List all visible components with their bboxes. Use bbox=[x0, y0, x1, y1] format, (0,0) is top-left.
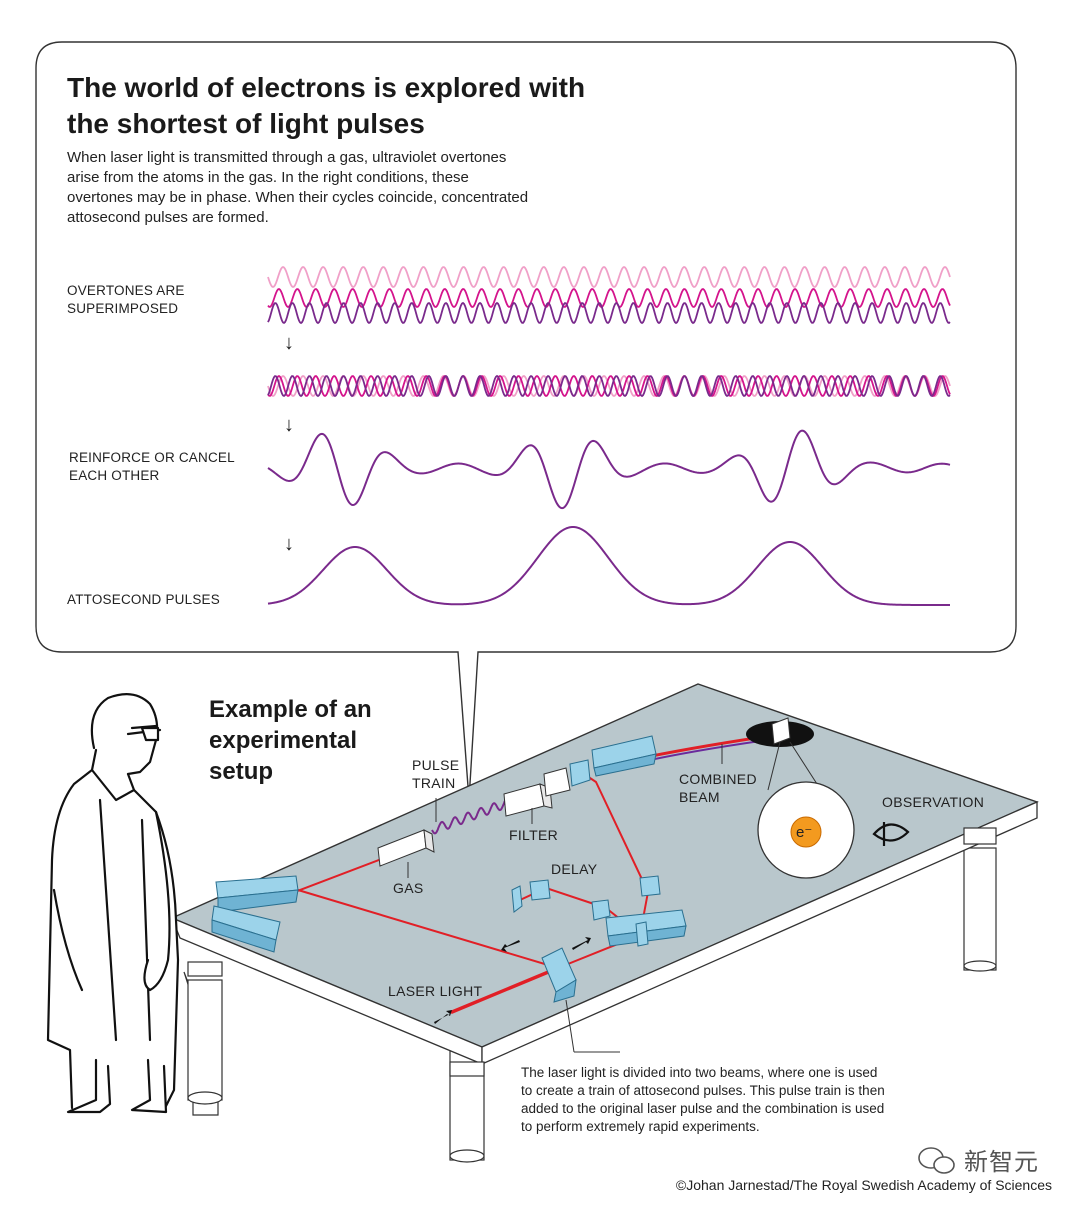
wechat-icon bbox=[918, 1147, 955, 1174]
setup-title: Example of an experimental setup bbox=[209, 696, 372, 785]
label-reinforce: REINFORCE OR CANCEL EACH OTHER bbox=[69, 450, 235, 483]
scientist-figure bbox=[46, 693, 180, 1114]
lab-table bbox=[170, 683, 1039, 1163]
direction-arrows bbox=[434, 937, 591, 1024]
combiner-box bbox=[543, 767, 571, 797]
overtone-wave-2 bbox=[267, 287, 951, 309]
label-pulse-train: PULSE TRAIN bbox=[412, 757, 460, 791]
caption-text: The laser light is divided into two beam… bbox=[521, 1065, 885, 1134]
superposed-wave-1 bbox=[267, 374, 951, 398]
mirror-left-bottom bbox=[211, 905, 281, 953]
label-delay: DELAY bbox=[551, 861, 598, 877]
delay-mirror-5 bbox=[635, 921, 649, 947]
interference-wave bbox=[267, 429, 951, 510]
mirror-long bbox=[591, 735, 657, 777]
label-gas: GAS bbox=[393, 880, 424, 896]
overtone-wave-3 bbox=[267, 301, 951, 325]
optical-components bbox=[211, 735, 687, 1003]
superposed-wave-3 bbox=[267, 374, 951, 398]
label-observation: OBSERVATION bbox=[882, 794, 985, 810]
delay-mirror-1 bbox=[511, 885, 523, 913]
intro-text: When laser light is transmitted through … bbox=[67, 149, 529, 226]
label-laser-light: LASER LIGHT bbox=[388, 983, 483, 999]
label-overtones: OVERTONES ARE SUPERIMPOSED bbox=[67, 283, 185, 316]
overtone-wave-1 bbox=[267, 265, 951, 289]
label-leaders bbox=[407, 744, 723, 1053]
credit-line: ©Johan Jarnestad/The Royal Swedish Acade… bbox=[675, 1177, 1052, 1193]
label-attosecond: ATTOSECOND PULSES bbox=[67, 592, 220, 607]
label-combined-beam: COMBINED BEAM bbox=[679, 771, 757, 805]
down-arrow-icon: ↓ bbox=[284, 414, 294, 436]
electron-label: e⁻ bbox=[796, 824, 813, 841]
eye-icon bbox=[872, 822, 910, 846]
mirror-combiner bbox=[569, 759, 591, 787]
page-title: The world of electrons is explored with … bbox=[67, 72, 586, 139]
down-arrow-icon: ↓ bbox=[284, 332, 294, 354]
watermark: 新智元 bbox=[916, 1142, 1066, 1176]
gas-cell bbox=[377, 829, 435, 867]
delay-mirror-2 bbox=[529, 879, 551, 901]
beam-splitter bbox=[541, 947, 577, 1003]
delay-mirror-4 bbox=[639, 875, 661, 897]
wave-diagram bbox=[267, 265, 951, 606]
watermark-text: 新智元 bbox=[964, 1148, 1039, 1176]
label-filter: FILTER bbox=[509, 827, 558, 843]
superposed-wave-2 bbox=[267, 374, 951, 398]
observation-chamber bbox=[746, 717, 855, 879]
down-arrow-icon: ↓ bbox=[284, 533, 294, 555]
pulse-train-line bbox=[431, 797, 511, 835]
pulse-train-wave bbox=[431, 797, 511, 835]
info-panel bbox=[35, 41, 1017, 801]
attosecond-pulse-envelope bbox=[267, 525, 950, 606]
delay-mirror-3 bbox=[591, 899, 611, 921]
